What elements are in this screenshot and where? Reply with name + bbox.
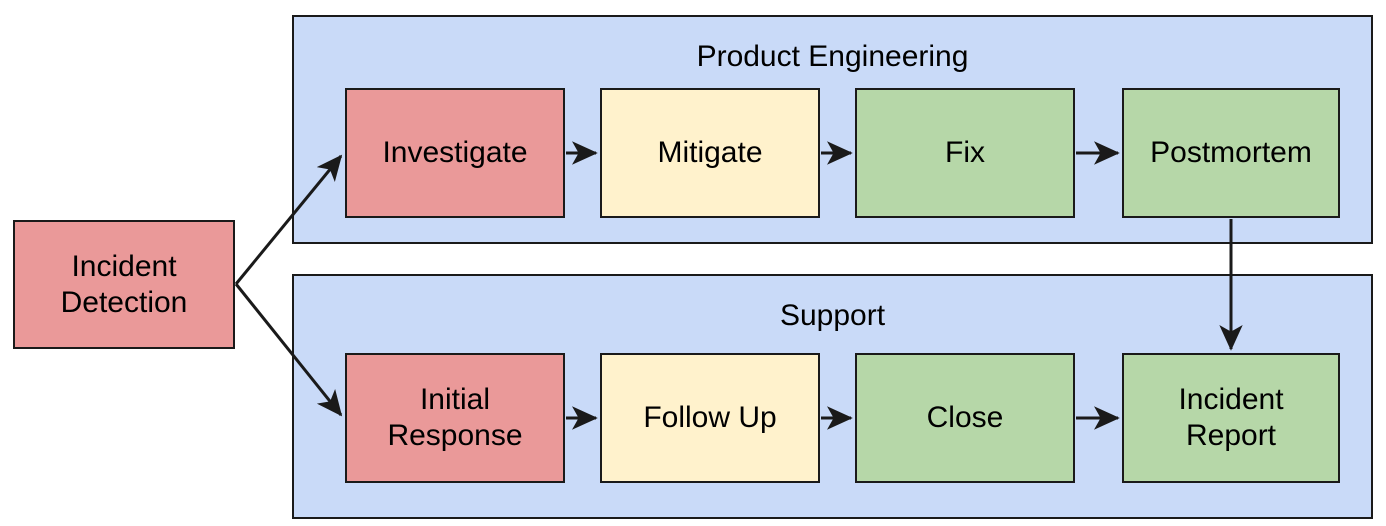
node-incident-report-label-line1: Incident [1178,383,1284,416]
node-fix-label: Fix [945,136,985,169]
node-mitigate-label: Mitigate [657,136,763,169]
node-incident-detection-label-line1: Incident [71,249,177,283]
node-incident-detection[interactable]: Incident Detection [13,220,235,349]
node-investigate[interactable]: Investigate [345,88,565,218]
node-postmortem-label: Postmortem [1150,136,1312,169]
node-incident-detection-label-line2: Detection [60,285,188,319]
node-incident-report-label-line2: Report [1185,419,1277,452]
node-initial-response[interactable]: Initial Response [345,353,565,483]
node-fix[interactable]: Fix [855,88,1075,218]
node-follow-up-label: Follow Up [643,401,777,434]
swimlane-title-product-engineering: Product Engineering [696,40,969,73]
node-initial-response-label-line2: Response [387,419,523,452]
node-initial-response-label-line1: Initial [419,383,491,416]
node-close[interactable]: Close [855,353,1075,483]
node-investigate-label: Investigate [382,136,528,169]
swimlane-title-support: Support [779,299,886,332]
node-close-label: Close [926,401,1004,434]
node-follow-up[interactable]: Follow Up [600,353,820,483]
node-incident-report[interactable]: Incident Report [1122,353,1340,483]
node-mitigate[interactable]: Mitigate [600,88,820,218]
node-postmortem[interactable]: Postmortem [1122,88,1340,218]
